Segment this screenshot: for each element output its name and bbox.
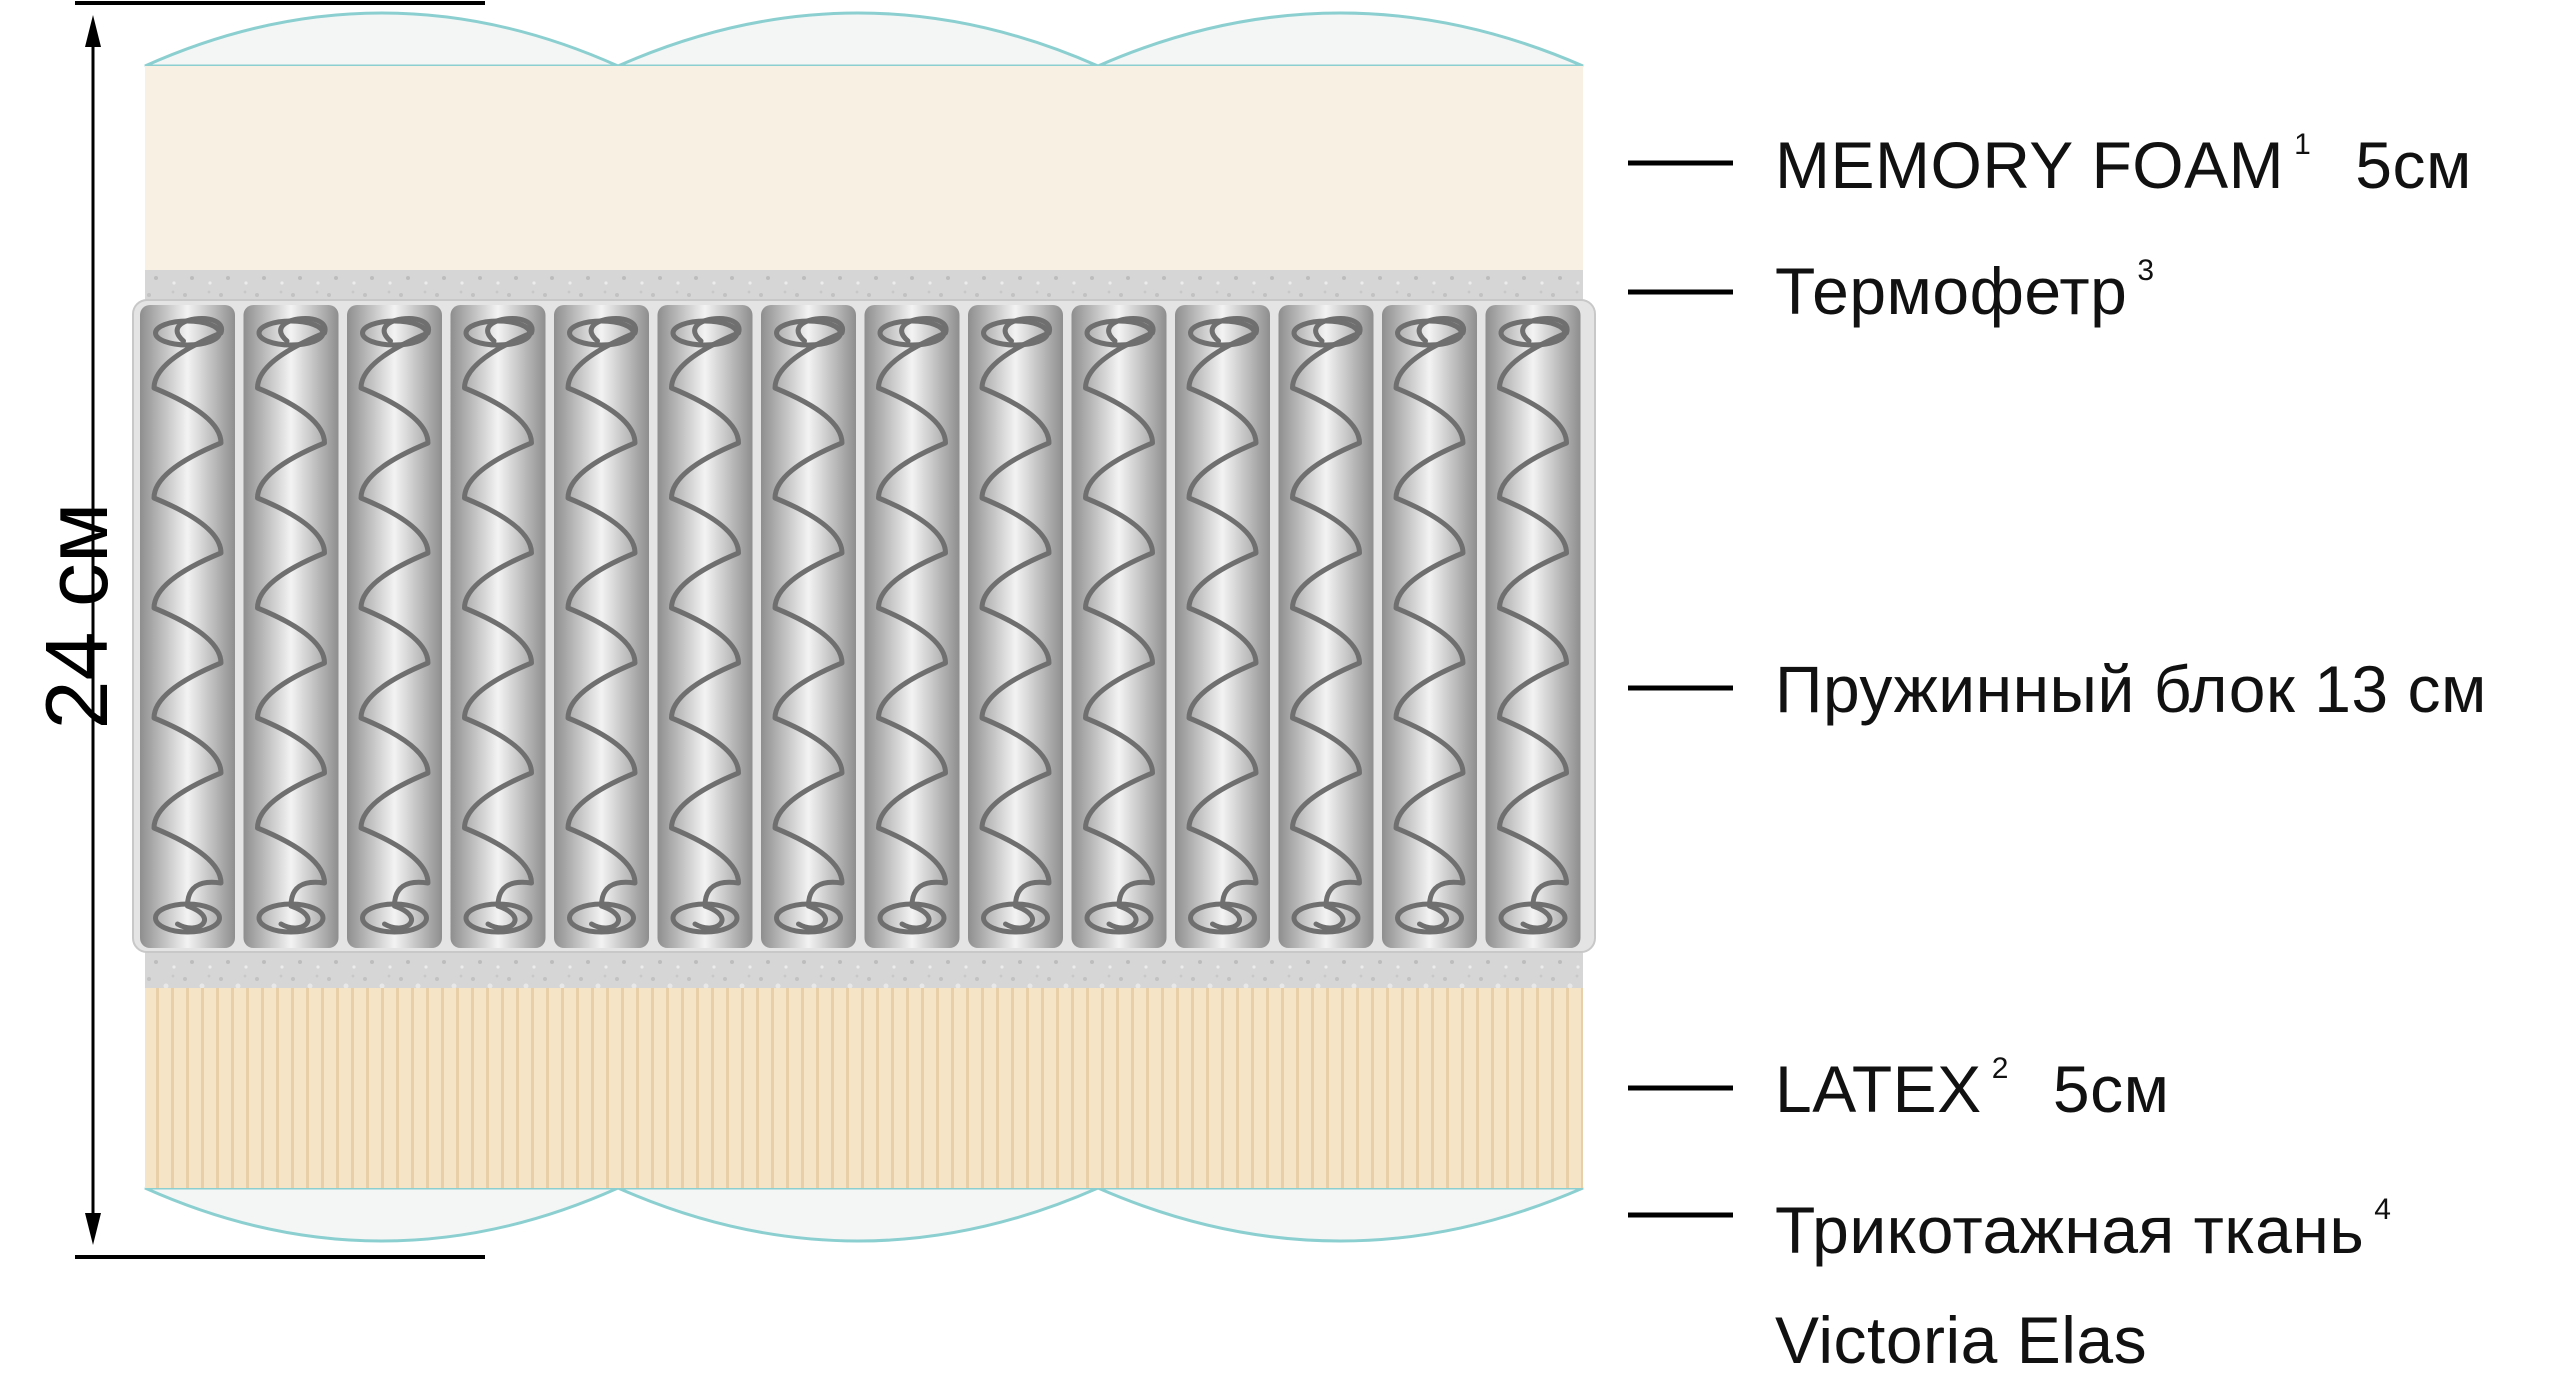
spring-bottom-loop-icon [256, 901, 326, 935]
spring-bottom-loop-icon [774, 901, 843, 935]
spring-top-loop-icon [360, 318, 429, 348]
footnote-marker: 1 [2294, 128, 2312, 161]
spring-bottom-loop-icon [567, 901, 636, 935]
spring-bottom-loop-icon [1291, 901, 1361, 935]
spring-bottom-loop-icon [1498, 901, 1568, 935]
footnote-marker: 2 [1991, 1052, 2009, 1085]
spring-bottom-loop-icon [360, 901, 429, 935]
spring-coil-icon [1290, 316, 1363, 931]
spring-coil-icon [1083, 316, 1156, 931]
spring-coil-icon [255, 316, 328, 931]
layer-label-spring-block: Пружинный блок 13 см [1775, 656, 2487, 722]
spring-top-loop-icon [153, 318, 222, 348]
spring-top-loop-icon [670, 318, 740, 348]
spring-top-loop-icon [981, 318, 1050, 348]
spring-coil-icon [1497, 316, 1570, 931]
mattress-diagram [75, 1, 1733, 1259]
layer-name-line2: Victoria Elas [1775, 1303, 2148, 1377]
layer-name: Трикотажная ткань [1775, 1193, 2365, 1267]
layer-thickness: 5см [2052, 1052, 2170, 1126]
height-label: 24 см [27, 502, 126, 730]
layer-label-memory-foam: MEMORY FOAM 1 5см [1775, 130, 2472, 199]
spring-coil-icon [1393, 316, 1466, 931]
footnote-marker: 4 [2374, 1193, 2392, 1226]
layer-thickness: 5см [2355, 128, 2472, 202]
spring-coil-icon [876, 316, 949, 931]
layer-label-felt: Термофетр 3 [1775, 256, 2155, 325]
spring-coil-icon [669, 316, 742, 931]
layer-name: Пружинный блок 13 см [1775, 652, 2487, 726]
spring-coil-icon [151, 316, 224, 931]
spring-pockets [140, 305, 1581, 948]
footnote-marker: 3 [2137, 254, 2155, 287]
layer-name: LATEX [1775, 1052, 1982, 1126]
spring-top-loop-icon [877, 318, 947, 348]
arrowhead-bottom-icon [85, 1213, 101, 1245]
spring-coil-icon [979, 316, 1052, 931]
spring-top-loop-icon [774, 318, 843, 348]
spring-bottom-loop-icon [153, 901, 222, 935]
layer-name: Термофетр [1775, 254, 2128, 328]
latex-layer [145, 988, 1583, 1188]
spring-coil-icon [565, 316, 638, 931]
spring-coil-icon [462, 316, 535, 931]
arrowhead-top-icon [85, 15, 101, 47]
felt-layer-bottom [145, 950, 1583, 988]
spring-top-loop-icon [256, 318, 326, 348]
spring-bottom-loop-icon [463, 901, 533, 935]
spring-top-loop-icon [1291, 318, 1361, 348]
top-fabric-layer [144, 11, 1584, 68]
layer-name: MEMORY FOAM [1775, 128, 2285, 202]
layer-label-fabric: Трикотажная ткань 4 Victoria Elas [1775, 1182, 2391, 1388]
spring-bottom-loop-icon [670, 901, 740, 935]
spring-top-loop-icon [463, 318, 533, 348]
spring-bottom-loop-icon [981, 901, 1050, 935]
spring-bottom-loop-icon [1188, 901, 1257, 935]
spring-top-loop-icon [1084, 318, 1154, 348]
spring-bottom-loop-icon [1395, 901, 1464, 935]
bottom-fabric-layer [144, 1186, 1584, 1243]
spring-coil-icon [1186, 316, 1259, 931]
layer-label-latex: LATEX 2 5см [1775, 1054, 2169, 1123]
memory-foam-layer [145, 66, 1583, 270]
spring-coil-icon [358, 316, 431, 931]
spring-top-loop-icon [567, 318, 636, 348]
spring-top-loop-icon [1395, 318, 1464, 348]
felt-layer-top [145, 270, 1583, 302]
spring-bottom-loop-icon [877, 901, 947, 935]
spring-top-loop-icon [1498, 318, 1568, 348]
spring-top-loop-icon [1188, 318, 1257, 348]
spring-bottom-loop-icon [1084, 901, 1154, 935]
spring-coil-icon [772, 316, 845, 931]
